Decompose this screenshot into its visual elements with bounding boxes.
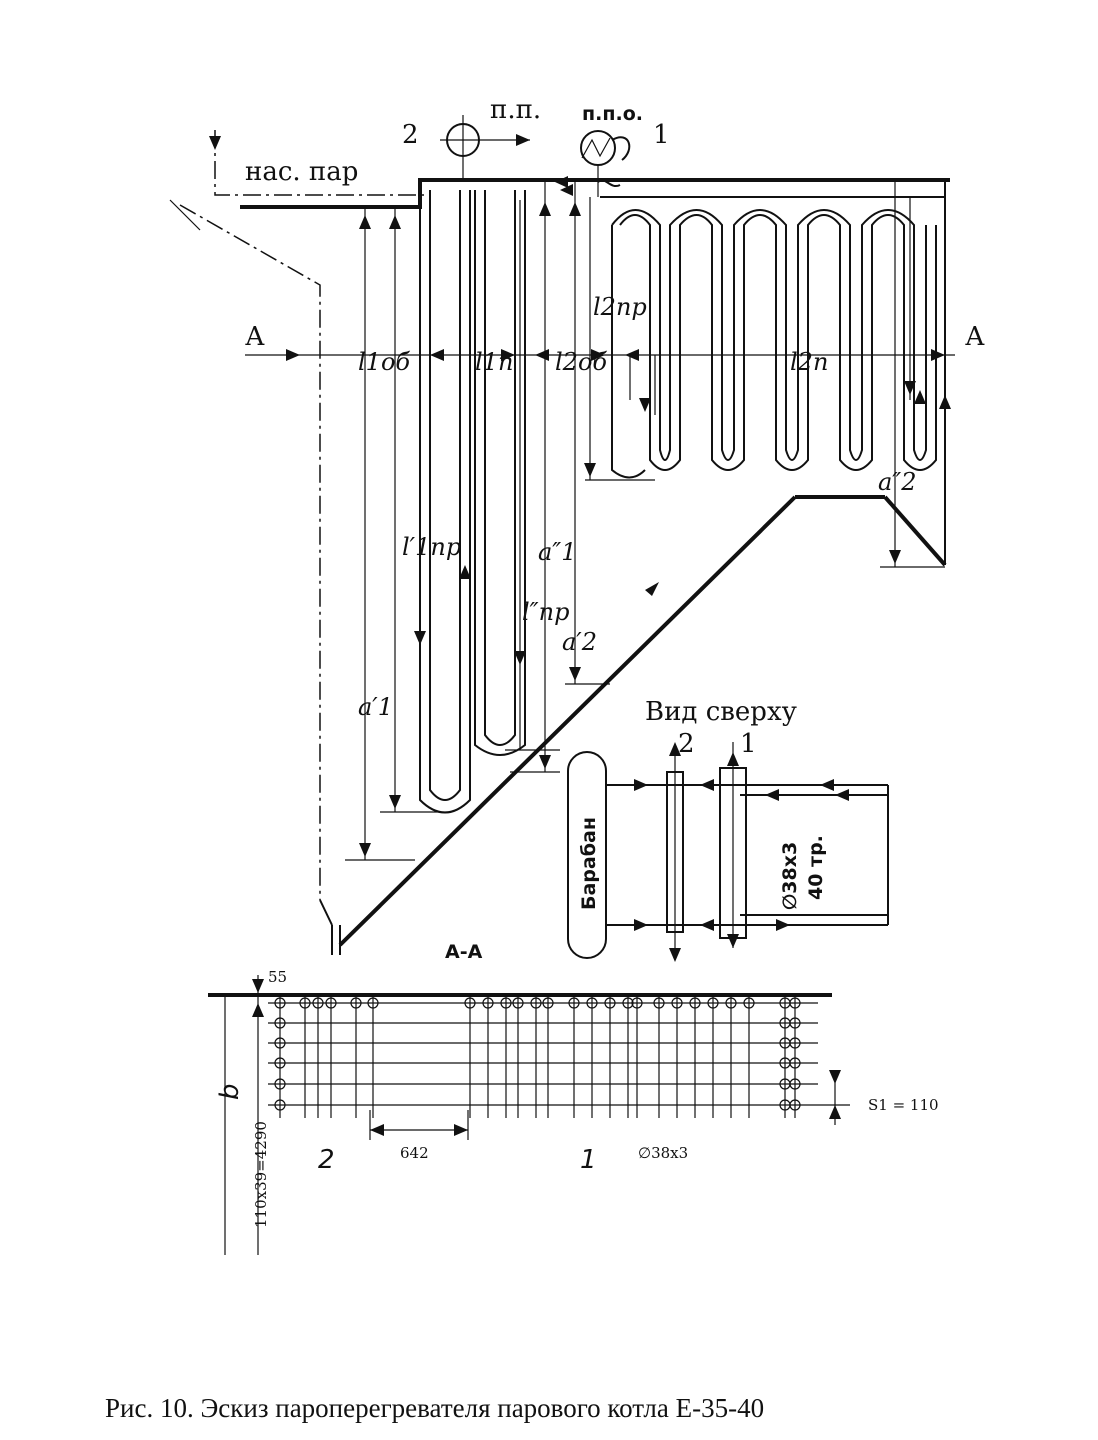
- top-view-number-1: 1: [740, 729, 757, 759]
- tube-cross-section: [274, 1078, 286, 1090]
- tube-cross-section: [500, 997, 512, 1009]
- label-l2pr: l2пр: [593, 293, 647, 321]
- section-marker-left: А: [245, 322, 265, 352]
- dim-b: b: [215, 1083, 245, 1100]
- label-l1p: l1п: [475, 348, 513, 376]
- tube-cross-section: [325, 997, 337, 1009]
- zone-1: 1: [580, 1145, 597, 1175]
- first-stage-coils: [419, 190, 526, 814]
- label-l2p: l2п: [790, 348, 828, 376]
- tube-cross-section: [789, 1017, 801, 1029]
- label-l1pr-prime: l′1пр: [402, 533, 461, 561]
- tube-circles: [274, 997, 801, 1111]
- tube-cross-section: [350, 997, 362, 1009]
- dimension-lines: [245, 182, 955, 861]
- tube-cross-section: [312, 997, 324, 1009]
- tube-cross-section: [464, 997, 476, 1009]
- section-a-a: А-А 55 b 110x39=4290 642 S1 = 110 ∅38x3 …: [208, 941, 939, 1255]
- tube-cross-section: [789, 997, 801, 1009]
- dim-total: 110x39=4290: [252, 1121, 270, 1228]
- tube-cross-section: [725, 997, 737, 1009]
- section-title: А-А: [445, 941, 483, 963]
- furnace-outline: [319, 495, 947, 955]
- figure-caption: Рис. 10. Эскиз пароперегревателя паровог…: [105, 1393, 765, 1423]
- top-view-number-2: 2: [678, 729, 695, 759]
- tube-count-label: 40 тр.: [805, 835, 827, 900]
- tube-cross-section: [789, 1078, 801, 1090]
- top-view: Вид сверху Барабан 2 1 ∅38x3 40 тр.: [567, 697, 889, 962]
- tube-cross-section: [671, 997, 683, 1009]
- flow-arrows: [209, 134, 951, 857]
- label-a1-double: a″1: [538, 538, 577, 566]
- tube-cross-section: [689, 997, 701, 1009]
- tube-cross-section: [299, 997, 311, 1009]
- outlet-number-2: 2: [402, 120, 419, 150]
- tube-cross-section: [274, 1099, 286, 1111]
- tube-cross-section: [743, 997, 755, 1009]
- tube-cross-section: [586, 997, 598, 1009]
- drum-label: Барабан: [578, 817, 600, 910]
- label-l2ob: l2об: [555, 348, 607, 376]
- tube-cross-section: [631, 997, 643, 1009]
- tube-cross-section: [274, 1057, 286, 1069]
- section-marker-right: А: [965, 322, 985, 352]
- tube-spec-label: ∅38x3: [779, 842, 801, 910]
- tube-cross-section: [482, 997, 494, 1009]
- tube-cross-section: [653, 997, 665, 1009]
- desuperheater-number-1: 1: [653, 120, 670, 150]
- tube-cross-section: [604, 997, 616, 1009]
- label-a2-double: a″2: [878, 468, 917, 496]
- drum-shape: [567, 751, 607, 959]
- dim-642: 642: [400, 1144, 429, 1162]
- tube-size: ∅38x3: [638, 1144, 688, 1162]
- tube-cross-section: [512, 997, 524, 1009]
- tube-cross-section: [568, 997, 580, 1009]
- label-a1-prime: a′1: [358, 693, 393, 721]
- tube-cross-section: [274, 1017, 286, 1029]
- tube-cross-section: [789, 1057, 801, 1069]
- zone-2: 2: [318, 1145, 335, 1175]
- label-lpr-double: l″пр: [522, 598, 569, 626]
- superheated-steam-label: п.п.: [490, 95, 541, 125]
- s1-pitch: S1 = 110: [868, 1096, 939, 1114]
- label-l1ob: l1об: [358, 348, 410, 376]
- tube-cross-section: [707, 997, 719, 1009]
- tube-cross-section: [367, 997, 379, 1009]
- tube-columns: [279, 995, 796, 1118]
- top-view-title: Вид сверху: [645, 697, 797, 727]
- tube-cross-section: [542, 997, 554, 1009]
- tube-cross-section: [530, 997, 542, 1009]
- second-stage-coils: [611, 209, 937, 479]
- dim-55: 55: [268, 968, 287, 986]
- tube-cross-section: [789, 1037, 801, 1049]
- main-labels: нас. пар п.п. п.п.о. 2 1 А А l1об l1п l2…: [245, 95, 985, 721]
- saturated-steam-label: нас. пар: [245, 157, 358, 187]
- tube-cross-section: [274, 1037, 286, 1049]
- tube-cross-section: [622, 997, 634, 1009]
- label-a2-prime: a′2: [562, 628, 597, 656]
- tube-cross-section: [789, 1099, 801, 1111]
- tube-cross-section: [274, 997, 286, 1009]
- desuperheater-label: п.п.о.: [582, 103, 643, 125]
